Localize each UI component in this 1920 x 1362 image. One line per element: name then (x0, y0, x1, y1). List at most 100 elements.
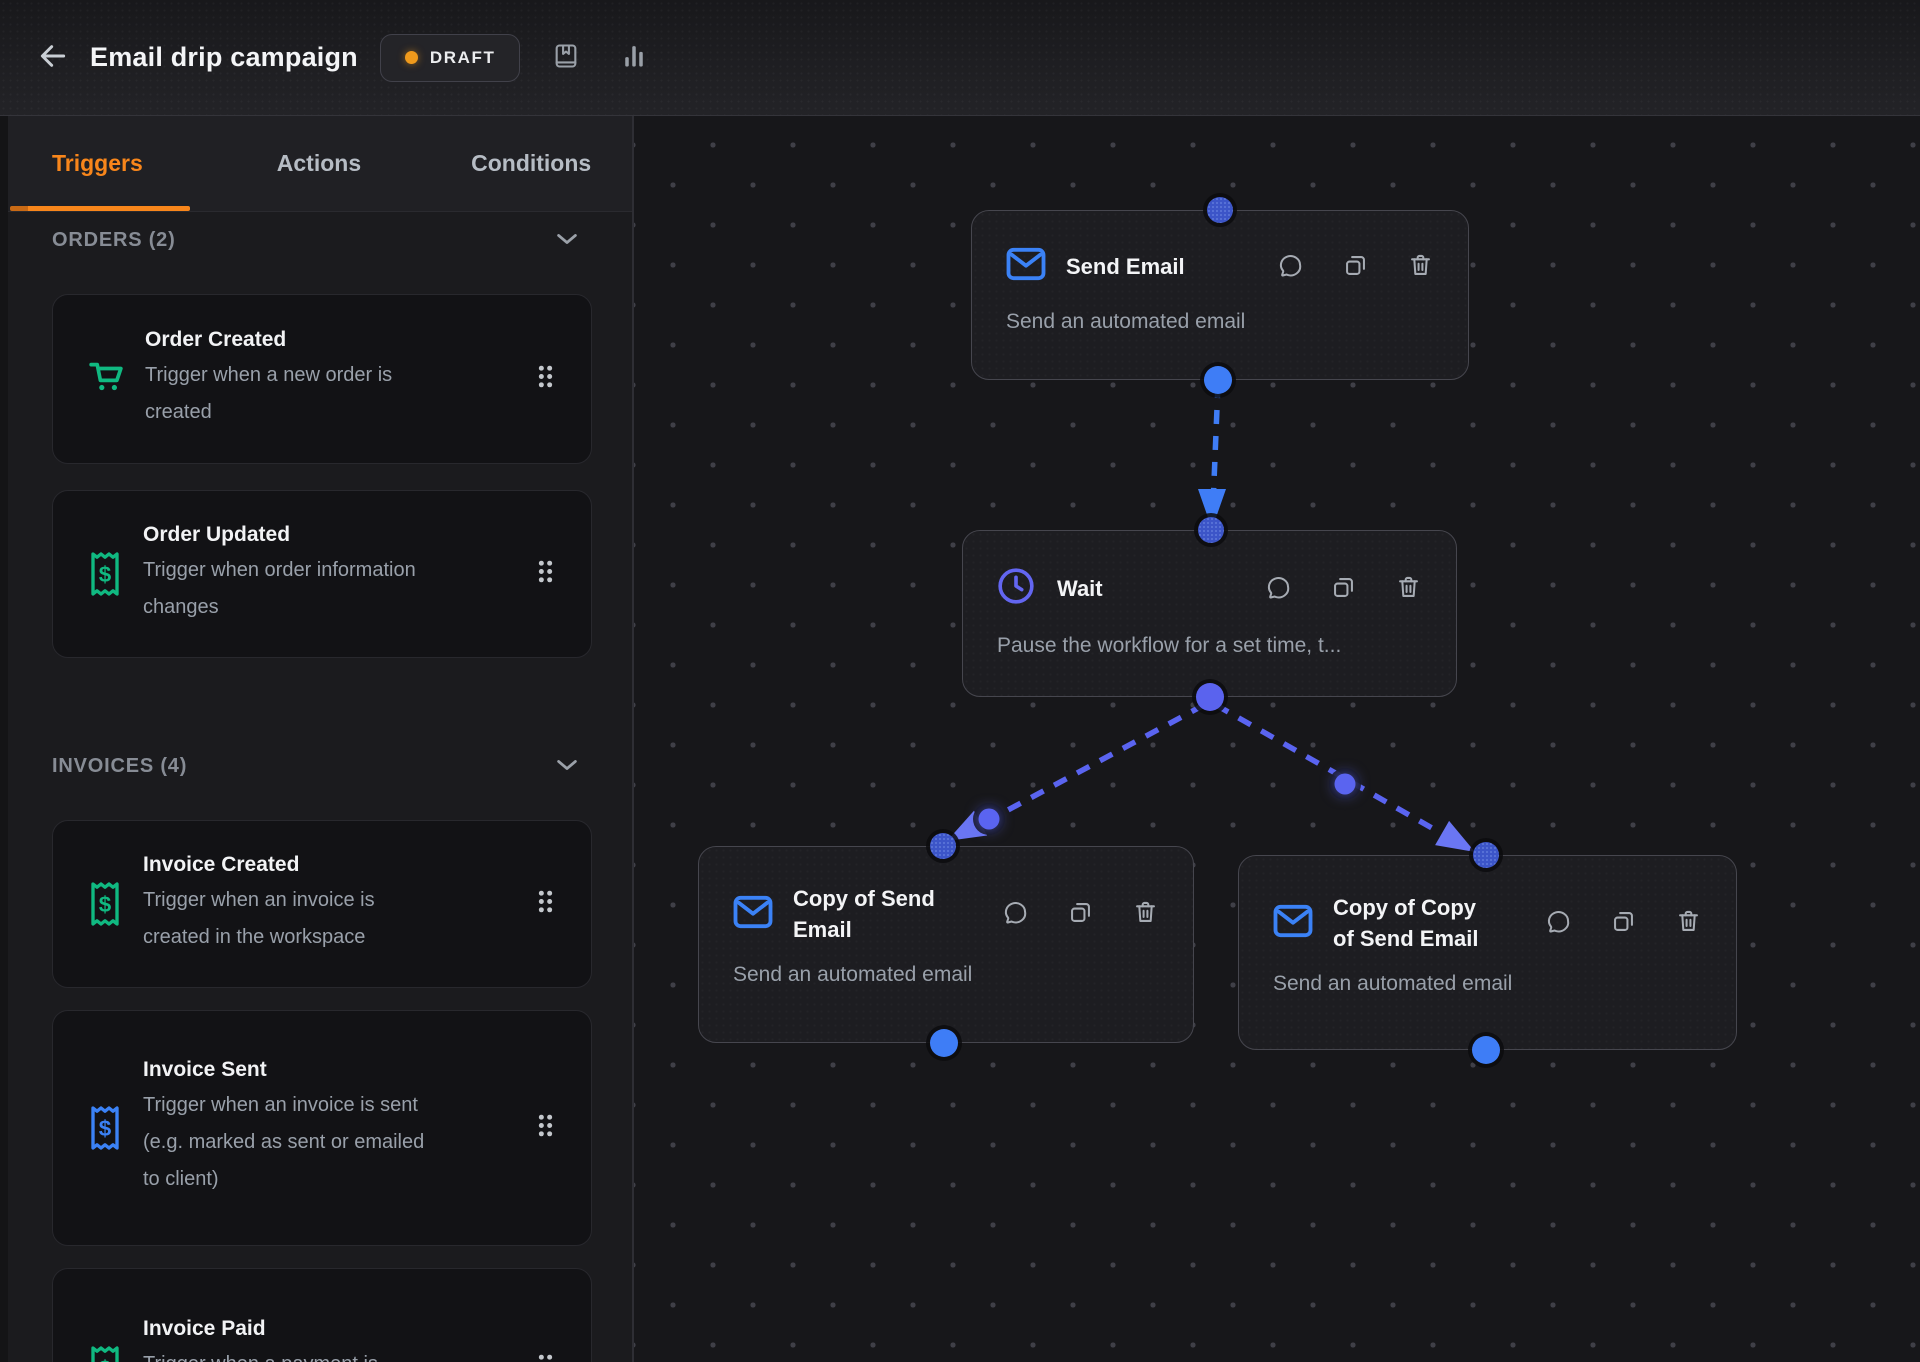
mail-icon (1273, 904, 1313, 943)
comment-icon (1277, 252, 1304, 282)
node-title: Send Email (1066, 254, 1185, 279)
back-arrow-icon (37, 40, 69, 75)
node-title: Copy of Copy of Send Email (1333, 895, 1479, 951)
handle-copy-of-copy-bottom[interactable] (1472, 1036, 1500, 1064)
trigger-description: Trigger when an invoice is sent (e.g. ma… (143, 1094, 425, 1190)
clock-icon (997, 567, 1037, 610)
trigger-description: Trigger when an invoice is created in th… (143, 888, 375, 948)
analytics-button[interactable] (612, 36, 656, 80)
node-wait[interactable]: Wait Pause the workflow for a set time, … (962, 530, 1457, 697)
handle-copy-top[interactable] (930, 833, 956, 859)
delete-button[interactable] (1407, 253, 1434, 280)
node-description: Send an automated email (1006, 310, 1246, 333)
comment-button[interactable] (1545, 910, 1572, 937)
mail-icon (1006, 247, 1046, 286)
delete-button[interactable] (1675, 910, 1702, 937)
app-header: Email drip campaign DRAFT (0, 0, 1920, 116)
comment-button[interactable] (1277, 253, 1304, 280)
workflow-edges (940, 383, 1482, 864)
section-header-invoices: INVOICES (4) (52, 754, 590, 778)
trigger-card-invoice-created[interactable]: $ Invoice Created Trigger when an invoic… (52, 820, 592, 988)
comment-button[interactable] (1265, 575, 1292, 602)
cart-icon (85, 355, 127, 403)
status-badge: DRAFT (379, 33, 521, 82)
active-tab-underline (10, 206, 190, 211)
trigger-card-invoice-sent[interactable]: $ Invoice Sent Trigger when an invoice i… (52, 1010, 592, 1246)
trigger-list: ORDERS (2) Order Created Trigger when a … (0, 228, 632, 1362)
handle-send-email-bottom[interactable] (1204, 366, 1232, 394)
handle-wait-bottom[interactable] (1196, 683, 1224, 711)
duplicate-button[interactable] (1330, 575, 1357, 602)
duplicate-button[interactable] (1342, 253, 1369, 280)
svg-text:$: $ (99, 562, 112, 587)
section-label: INVOICES (4) (52, 754, 188, 777)
status-badge-label: DRAFT (429, 47, 496, 67)
triggers-sidebar: Triggers Actions Conditions ORDERS (2) (0, 116, 634, 1362)
edge-wait-to-copy[interactable] (940, 702, 1206, 853)
bookmark-icon (552, 42, 580, 73)
edge-wait-to-copy-of-copy[interactable] (1214, 702, 1482, 864)
delete-button[interactable] (1132, 901, 1159, 928)
comment-icon (1265, 574, 1292, 604)
node-description: Pause the workflow for a set time, t... (997, 634, 1342, 657)
copy-icon (1342, 252, 1369, 282)
delete-button[interactable] (1395, 575, 1422, 602)
collapse-orders-button[interactable] (552, 228, 582, 252)
duplicate-button[interactable] (1610, 910, 1637, 937)
comment-button[interactable] (1002, 901, 1029, 928)
section-label: ORDERS (2) (52, 228, 176, 251)
handle-copy-of-copy-top[interactable] (1473, 842, 1499, 868)
node-copy-of-copy-of-send-email[interactable]: Copy of Copy of Send Email Send an autom… (1238, 855, 1737, 1050)
duplicate-button[interactable] (1067, 901, 1094, 928)
tab-conditions[interactable]: Conditions (471, 150, 592, 176)
receipt-icon: $ (85, 550, 125, 598)
trigger-title: Invoice Created (143, 852, 300, 876)
trash-icon (1395, 574, 1422, 604)
trigger-title: Invoice Sent (143, 1058, 267, 1081)
node-description: Send an automated email (1273, 972, 1513, 995)
trigger-card-order-updated[interactable]: $ Order Updated Trigger when order infor… (52, 490, 592, 658)
handle-wait-top[interactable] (1198, 517, 1224, 543)
node-title: Copy of Send Email (793, 886, 935, 942)
copy-icon (1330, 574, 1357, 604)
bar-chart-icon (620, 42, 648, 73)
edge-send-email-to-wait[interactable] (1198, 383, 1226, 529)
chevron-down-icon (556, 759, 578, 774)
drag-handle-icon[interactable] (536, 888, 555, 920)
drag-handle-icon[interactable] (536, 1112, 555, 1144)
trash-icon (1675, 908, 1702, 938)
trigger-title: Invoice Paid (143, 1316, 266, 1340)
trigger-description: Trigger when a new order is created (145, 363, 393, 423)
sidebar-tabs: Triggers Actions Conditions (0, 116, 632, 212)
handle-send-email-top[interactable] (1207, 197, 1233, 223)
draft-dot-icon (404, 51, 418, 64)
workflow-canvas[interactable]: Send Email Send an automated email Wait (634, 116, 1920, 1362)
tab-actions[interactable]: Actions (276, 150, 362, 176)
edge-midpoint-dot[interactable] (1334, 773, 1356, 795)
section-header-orders: ORDERS (2) (52, 228, 590, 252)
svg-text:$: $ (99, 1116, 112, 1141)
drag-handle-icon[interactable] (536, 1352, 555, 1362)
trigger-title: Order Created (145, 327, 287, 351)
receipt-icon: $ (85, 1104, 125, 1152)
handle-copy-bottom[interactable] (930, 1029, 958, 1057)
trash-icon (1407, 252, 1434, 282)
receipt-icon: $ (85, 880, 125, 928)
collapse-invoices-button[interactable] (552, 754, 582, 778)
node-send-email[interactable]: Send Email Send an automated email (971, 210, 1469, 380)
copy-icon (1067, 899, 1094, 929)
back-button[interactable] (30, 35, 76, 81)
trigger-card-invoice-paid[interactable]: $ Invoice Paid Trigger when a payment is… (52, 1268, 592, 1362)
bookmark-button[interactable] (544, 36, 588, 80)
drag-handle-icon[interactable] (536, 363, 555, 395)
page-title: Email drip campaign (90, 42, 358, 72)
receipt-icon: $ (85, 1344, 125, 1362)
tab-triggers[interactable]: Triggers (52, 150, 143, 176)
sidebar-scroll-gutter (0, 116, 8, 1362)
trigger-card-order-created[interactable]: Order Created Trigger when a new order i… (52, 294, 592, 464)
node-copy-of-send-email[interactable]: Copy of Send Email Send an automated ema… (698, 846, 1194, 1043)
drag-handle-icon[interactable] (536, 558, 555, 590)
edge-midpoint-dot[interactable] (978, 808, 1000, 830)
node-title: Wait (1057, 576, 1103, 601)
